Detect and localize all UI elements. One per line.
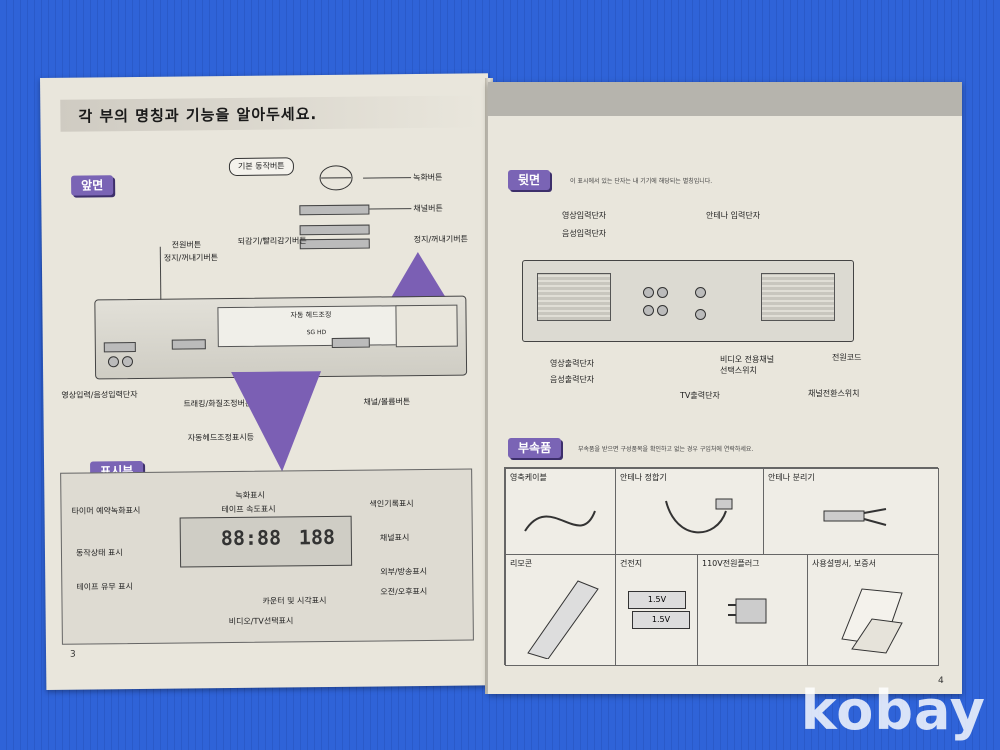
channel-switch-label: 채널전환스위치 — [808, 389, 860, 398]
vcr-front-illustration: 자동 헤드조정 SG HD — [94, 295, 468, 380]
channel-volume-label: 채널/볼륨버튼 — [363, 397, 411, 407]
video-in-jack — [107, 356, 120, 368]
manual-booklet: 각 부의 명칭과 기능을 알아두세요. 앞면 기본 동작버튼 녹화버튼 채널버튼… — [40, 73, 962, 694]
antenna-matcher-icon — [665, 498, 733, 534]
accessory-remote: 리모콘 — [505, 554, 617, 666]
accessory-antenna-matcher: 안테나 정합기 — [615, 468, 765, 556]
counter-clock-label: 카운터 및 시각표시 — [262, 596, 327, 606]
av-input-label: 영상입력/음성입력단자 — [61, 389, 138, 400]
accessory-antenna-splitter: 안테나 분리기 — [763, 468, 939, 556]
lcd-counter-digits: 88:88 — [220, 525, 282, 551]
channel-button-label: 채널버튼 — [413, 203, 443, 214]
accessories-note: 부속품을 받으면 구성품목을 확인하고 없는 경우 구입처에 연락하세요. — [578, 446, 754, 453]
accessory-battery: 건전지 1.5V 1.5V — [615, 554, 699, 666]
zoom-pointer-bottom — [231, 371, 322, 472]
page-number-right: 4 — [938, 676, 944, 686]
stop-eject-label: 정지/꺼내기버튼 — [413, 234, 468, 245]
plug-icon — [728, 598, 767, 624]
op-status-label: 동작상태 표시 — [75, 548, 123, 558]
accessories-grid: 영축케이블 안테나 정합기 안테나 분리기 — [504, 467, 939, 666]
record-button-label: 녹화버튼 — [413, 172, 443, 183]
tape-speed-label: 테이프 속도표시 — [221, 504, 276, 515]
audio-out-label: 음성출력단자 — [550, 375, 595, 384]
accessory-manual: 사용설명서, 보증서 — [807, 554, 939, 666]
audio-in-jack — [121, 356, 134, 368]
tv-out-label: TV출력단자 — [680, 391, 720, 400]
video-out-label: 영상출력단자 — [550, 359, 595, 368]
right-page: 뒷면 이 표시에서 있는 단자는 내 기기에 해당되는 별칭입니다. 영상입력단… — [488, 82, 962, 694]
page-heading: 각 부의 명칭과 기능을 알아두세요. — [60, 95, 481, 132]
channel-buttons — [299, 204, 370, 216]
record-dial-icon — [319, 165, 353, 191]
tape-exist-label: 테이프 유무 표시 — [76, 582, 133, 592]
video-jack — [643, 287, 654, 298]
manual-book-icon — [841, 588, 903, 654]
eject-label: 정지/꺼내기버튼 — [163, 253, 219, 263]
audio-in-label: 음성입력단자 — [562, 229, 607, 238]
accessory-coax-cable: 영축케이블 — [505, 468, 617, 556]
vcr-rear-illustration — [522, 260, 854, 342]
zoom-pointer-top — [388, 252, 449, 303]
battery-icon-2: 1.5V — [632, 611, 690, 629]
front-section-tag: 앞면 — [71, 175, 114, 196]
external-label: 외부/방송표시 — [380, 566, 428, 577]
antenna-jack — [695, 287, 706, 298]
channel-display-label: 채널표시 — [379, 533, 410, 543]
page-number-left: 3 — [69, 649, 76, 660]
rec-indicator-label: 녹화표시 — [235, 490, 265, 500]
accessory-power-plug: 110V전원플러그 — [697, 554, 809, 666]
tv-out-jack — [695, 309, 706, 320]
video-in-label: 영상입력단자 — [562, 211, 607, 220]
power-label: 전원버튼 — [171, 240, 202, 250]
video-tv-label: 비디오/TV선택표시 — [228, 616, 294, 627]
left-page: 각 부의 명칭과 기능을 알아두세요. 앞면 기본 동작버튼 녹화버튼 채널버튼… — [40, 73, 495, 690]
remote-control-icon — [527, 580, 599, 659]
ff-rw-buttons — [299, 238, 370, 250]
accessories-section-tag: 부속품 — [508, 438, 562, 458]
lcd-channel-digits: 188 — [298, 524, 336, 550]
lcd-display: 88:88 188 — [179, 515, 353, 568]
power-cord-label: 전원코드 — [832, 353, 862, 362]
audio-jack — [657, 287, 668, 298]
timer-label: 타이머 예약녹화표시 — [71, 505, 141, 516]
display-panel-box: 88:88 188 녹화표시 타이머 예약녹화표시 테이프 속도표시 색인기록표… — [60, 468, 474, 645]
rear-note: 이 표시에서 있는 단자는 내 기기에 해당되는 별칭입니다. — [570, 178, 713, 185]
cable-icon — [524, 510, 596, 532]
index-label: 색인기록표시 — [369, 499, 414, 509]
rewind-ff-label: 되감기/빨리감기버튼 — [237, 236, 307, 246]
rear-section-tag: 뒷면 — [508, 170, 551, 190]
basic-buttons-pill: 기본 동작버튼 — [228, 157, 294, 177]
cassette-slot: 자동 헤드조정 SG HD — [217, 305, 420, 348]
battery-icon: 1.5V — [628, 591, 686, 609]
play-button-shape — [299, 224, 370, 236]
top-gray-bar — [488, 82, 962, 116]
am-pm-label: 오전/오후표시 — [380, 586, 428, 597]
splitter-icon — [823, 508, 887, 526]
antenna-in-label: 안테나 입력단자 — [706, 211, 761, 220]
kobay-watermark: kobay — [800, 679, 986, 742]
button-panel-door — [395, 304, 458, 348]
rf-select-label: 비디오 전용채널 선택스위치 — [720, 355, 775, 375]
